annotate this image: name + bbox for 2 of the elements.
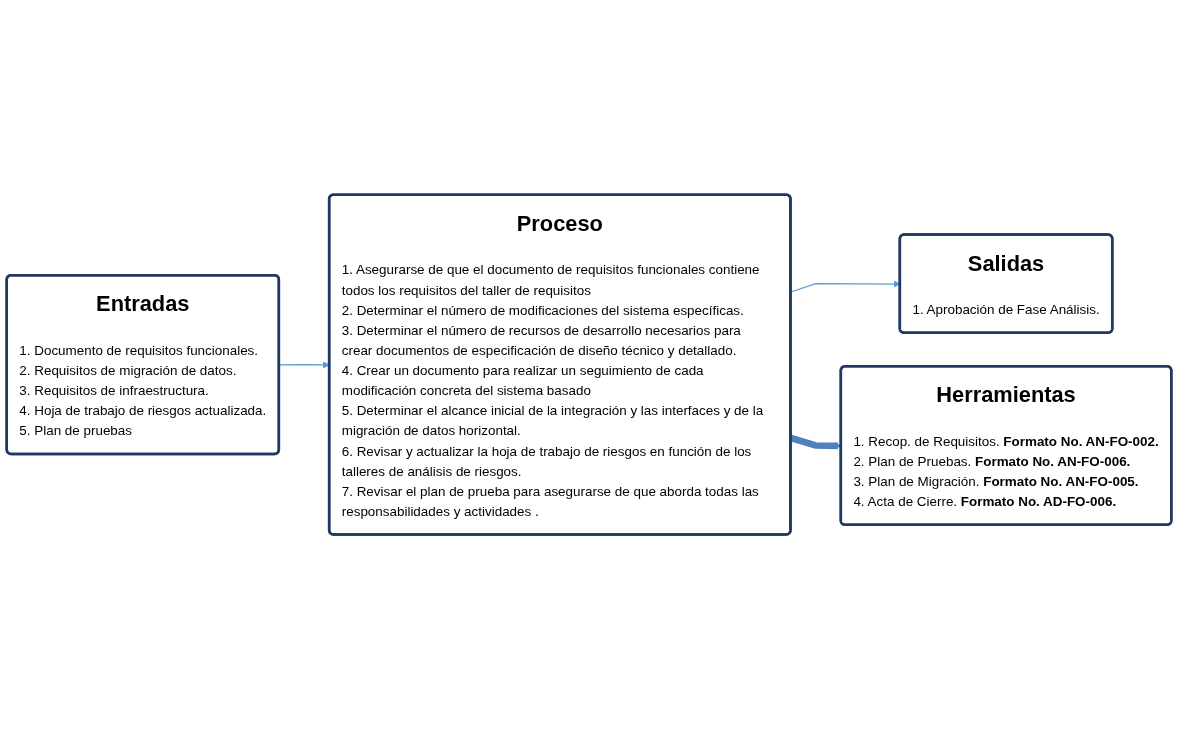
arrow [789,435,842,450]
arrow [278,361,330,369]
